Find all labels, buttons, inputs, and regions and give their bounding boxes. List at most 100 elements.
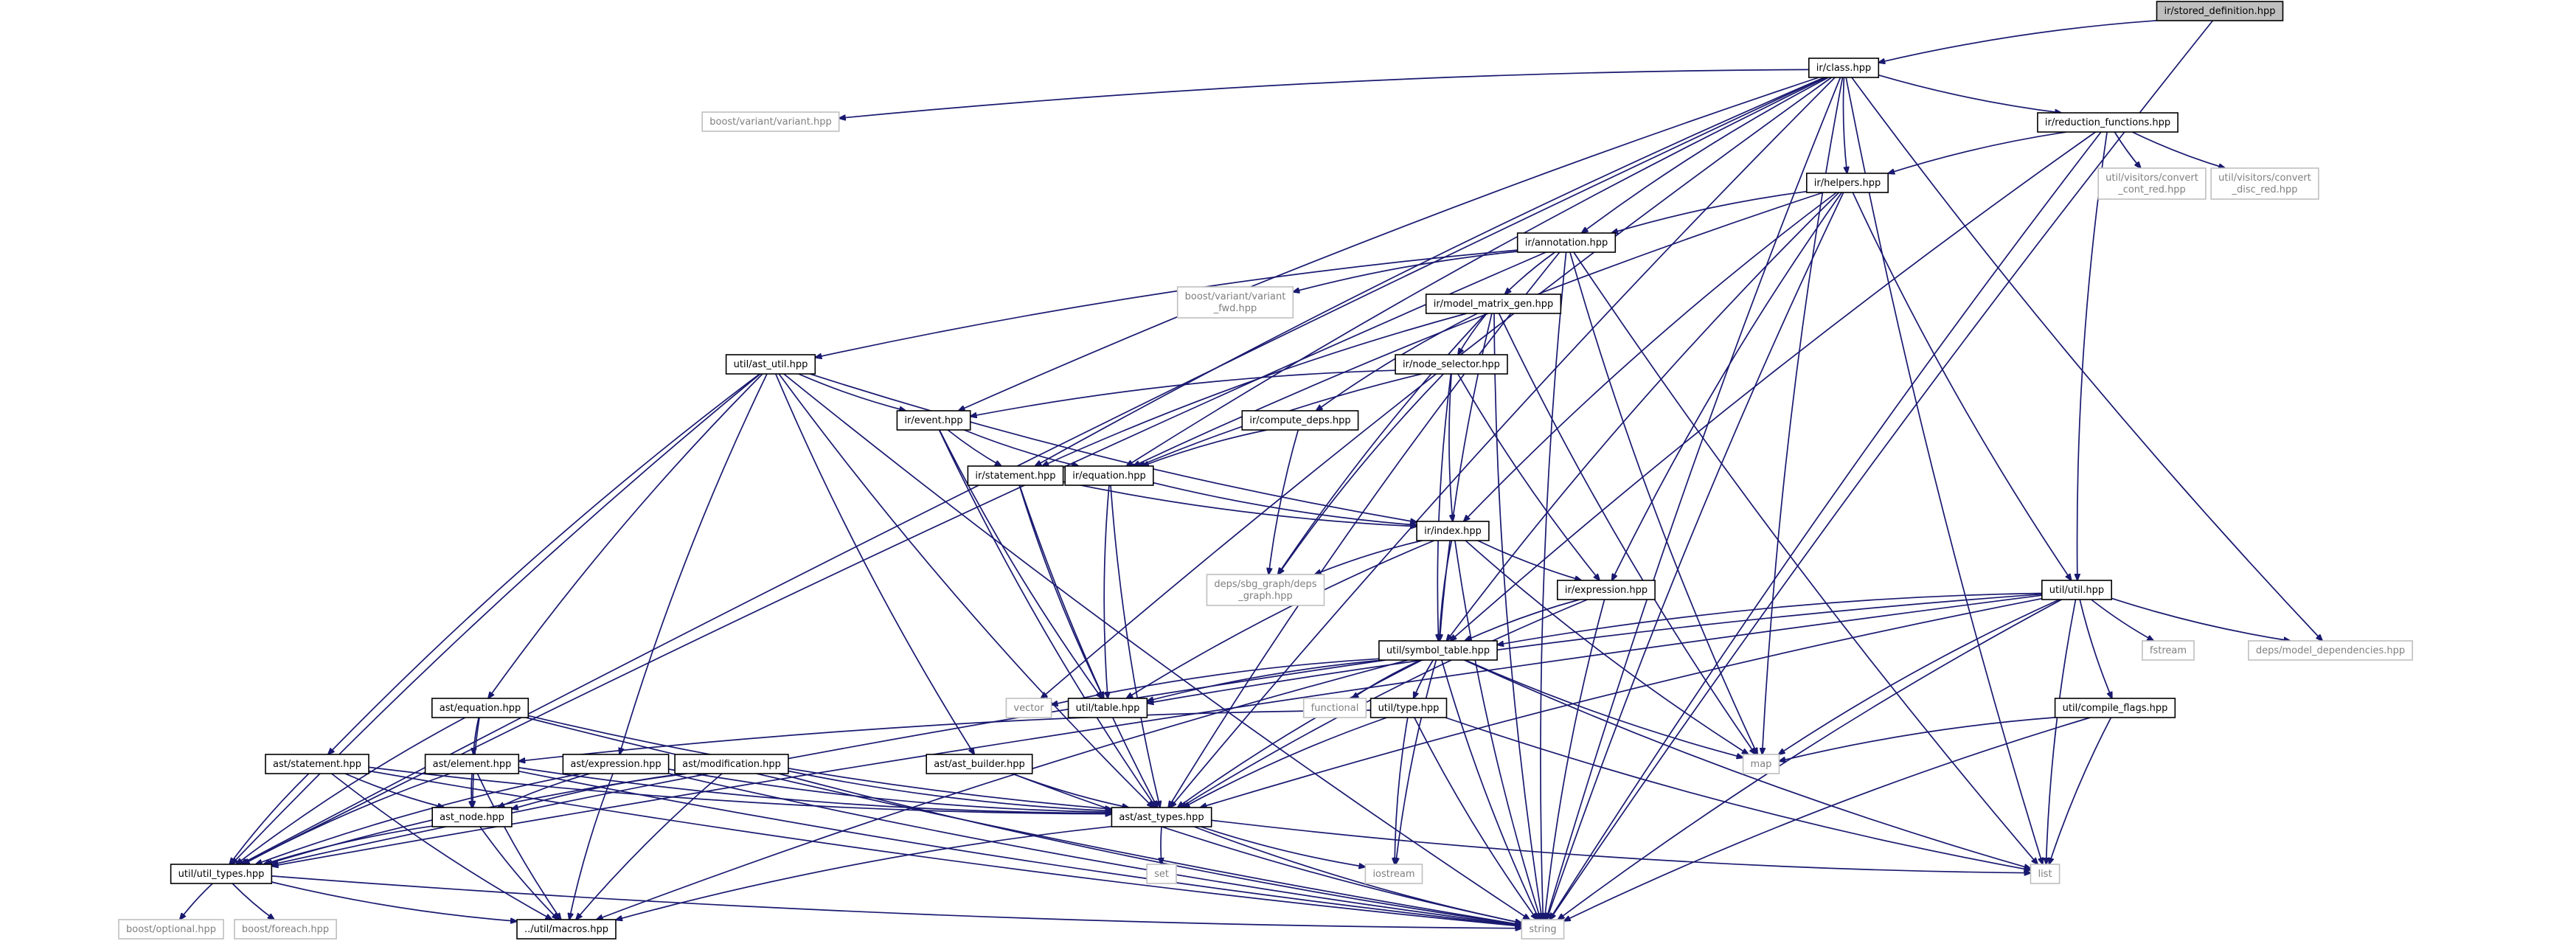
edge-helpers-to-index <box>1464 192 1837 521</box>
edge-reduction-to-symbol_table <box>1451 131 2096 641</box>
node-label: ir/event.hpp <box>904 415 962 426</box>
node-box <box>1146 864 1177 884</box>
node-expression[interactable]: ir/expression.hpp <box>1557 580 1656 600</box>
node-util-table[interactable]: util/table.hpp <box>1067 698 1148 718</box>
node-label: boost/optional.hpp <box>126 924 216 935</box>
node-node-selector[interactable]: ir/node_selector.hpp <box>1395 354 1508 375</box>
node-box <box>1742 754 1780 774</box>
edge-ast_types-to-macros <box>616 825 1112 920</box>
edge-class-to-vector <box>1041 77 1832 698</box>
edge-class-to-list <box>1845 77 2043 864</box>
node-symbol-table[interactable]: util/symbol_table.hpp <box>1378 640 1498 661</box>
node-event[interactable]: ir/event.hpp <box>896 410 971 431</box>
node-ast-node[interactable]: ast_node.hpp <box>431 807 513 827</box>
edge-symbol_table-to-string <box>1441 659 1539 920</box>
node-label: deps/sbg_graph/deps <box>1214 579 1316 590</box>
edge-model_matrix-to-sbg <box>1278 313 1487 574</box>
node-util-util[interactable]: util/util.hpp <box>2041 580 2113 600</box>
node-label: util/util_types.hpp <box>178 869 265 880</box>
edge-ast_statement-to-macros <box>331 773 552 920</box>
node-annotation[interactable]: ir/annotation.hpp <box>1516 232 1617 253</box>
node-reduction[interactable]: ir/reduction_functions.hpp <box>2037 112 2179 133</box>
edge-util_util-to-util_types <box>271 594 2042 866</box>
edge-compile_flags-to-string <box>1564 717 2091 921</box>
node-equation[interactable]: ir/equation.hpp <box>1064 465 1154 486</box>
node-stored-def[interactable]: ir/stored_definition.hpp <box>2156 1 2284 21</box>
node-box <box>1369 698 1448 718</box>
node-helpers[interactable]: ir/helpers.hpp <box>1806 173 1889 193</box>
edge-util_type-to-ast_types <box>1183 717 1387 808</box>
edge-model_matrix-to-string <box>1493 313 1542 920</box>
node-label: ir/stored_definition.hpp <box>2164 6 2275 17</box>
edge-ast_builder-to-ast_types <box>1012 773 1129 808</box>
edge-class-to-boost_variant <box>839 69 1809 118</box>
node-label: boost/variant/variant <box>1185 291 1286 302</box>
node-ast-element[interactable]: ast/element.hpp <box>424 754 520 774</box>
edge-ast_util-to-ast_expression <box>619 373 768 754</box>
edge-ast_equation-to-util_types <box>236 717 466 864</box>
node-ast-types[interactable]: ast/ast_types.hpp <box>1111 807 1212 827</box>
node-box <box>2156 1 2284 21</box>
node-ast-modification[interactable]: ast/modification.hpp <box>674 754 789 774</box>
node-label: util/visitors/convert <box>2218 173 2311 184</box>
edge-equation-to-ast_types <box>1110 485 1160 808</box>
edge-class-to-helpers <box>1842 77 1847 173</box>
node-label: string <box>1529 924 1556 935</box>
edge-symbol_table-to-ast_types <box>1178 659 1423 808</box>
edge-ast_equation-to-ast_types <box>528 715 1111 809</box>
edge-ast_modification-to-macros <box>576 773 723 920</box>
node-box <box>265 754 369 774</box>
edge-model_matrix-to-statement <box>1042 313 1468 466</box>
edge-class-to-reduction <box>1878 74 2061 113</box>
node-box <box>701 111 840 132</box>
node-box <box>967 465 1064 486</box>
node-label: iostream <box>1372 869 1414 880</box>
edge-ast_statement-to-ast_types <box>368 766 1111 813</box>
node-compute-deps[interactable]: ir/compute_deps.hpp <box>1241 410 1359 431</box>
node-fstream: fstream <box>2142 640 2195 661</box>
edge-ast_element-to-ast_node <box>471 773 472 808</box>
node-box <box>1005 698 1052 718</box>
node-ast-expression[interactable]: ast/expression.hpp <box>562 754 670 774</box>
node-index[interactable]: ir/index.hpp <box>1416 521 1490 541</box>
node-compile-flags[interactable]: util/compile_flags.hpp <box>2054 698 2176 718</box>
node-macros[interactable]: ../util/macros.hpp <box>516 919 617 940</box>
node-ast-statement[interactable]: ast/statement.hpp <box>265 754 369 774</box>
node-label: util/visitors/convert <box>2105 173 2198 184</box>
edge-reduction-to-helpers <box>1888 131 2067 173</box>
node-util-type[interactable]: util/type.hpp <box>1369 698 1448 718</box>
edge-ast_expression-to-string <box>668 772 1522 926</box>
edge-util_type-to-iostream <box>1395 717 1409 864</box>
node-boost-variant: boost/variant/variant.hpp <box>701 111 840 132</box>
edge-node_selector-to-event <box>971 369 1396 416</box>
node-label: ast/ast_builder.hpp <box>934 759 1025 770</box>
edge-event-to-equation <box>963 429 1078 466</box>
node-box <box>1516 232 1617 253</box>
node-label: ast/ast_types.hpp <box>1119 812 1204 823</box>
node-ast-equation[interactable]: ast/equation.hpp <box>431 698 530 718</box>
edge-symbol_table-to-util_table <box>1147 659 1384 701</box>
node-ast-builder[interactable]: ast/ast_builder.hpp <box>926 754 1033 774</box>
edge-ast_expression-to-macros <box>569 773 614 920</box>
edge-class-to-util_types <box>240 77 1825 864</box>
node-label: util/type.hpp <box>1378 703 1440 714</box>
node-label: ast/expression.hpp <box>570 759 661 770</box>
edge-index-to-symbol_table <box>1440 540 1453 641</box>
node-statement[interactable]: ir/statement.hpp <box>967 465 1064 486</box>
node-class[interactable]: ir/class.hpp <box>1808 58 1880 78</box>
node-iostream: iostream <box>1364 864 1423 884</box>
node-box <box>1416 521 1490 541</box>
edge-stored_def-to-string <box>1550 20 2214 920</box>
node-ast-util[interactable]: util/ast_util.hpp <box>725 354 816 375</box>
edge-ast_util-to-util_types <box>232 373 761 864</box>
node-box <box>562 754 670 774</box>
edge-util_types-to-boost_optional <box>180 883 213 920</box>
node-model-matrix[interactable]: ir/model_matrix_gen.hpp <box>1425 294 1562 314</box>
edge-util_util-to-string <box>1558 599 2062 920</box>
node-map: map <box>1742 754 1780 774</box>
edge-util_util-to-util_table <box>1147 593 2042 704</box>
node-label: ast/equation.hpp <box>440 703 521 714</box>
edge-ast_util-to-event <box>798 373 906 411</box>
node-util-types[interactable]: util/util_types.hpp <box>170 864 273 884</box>
